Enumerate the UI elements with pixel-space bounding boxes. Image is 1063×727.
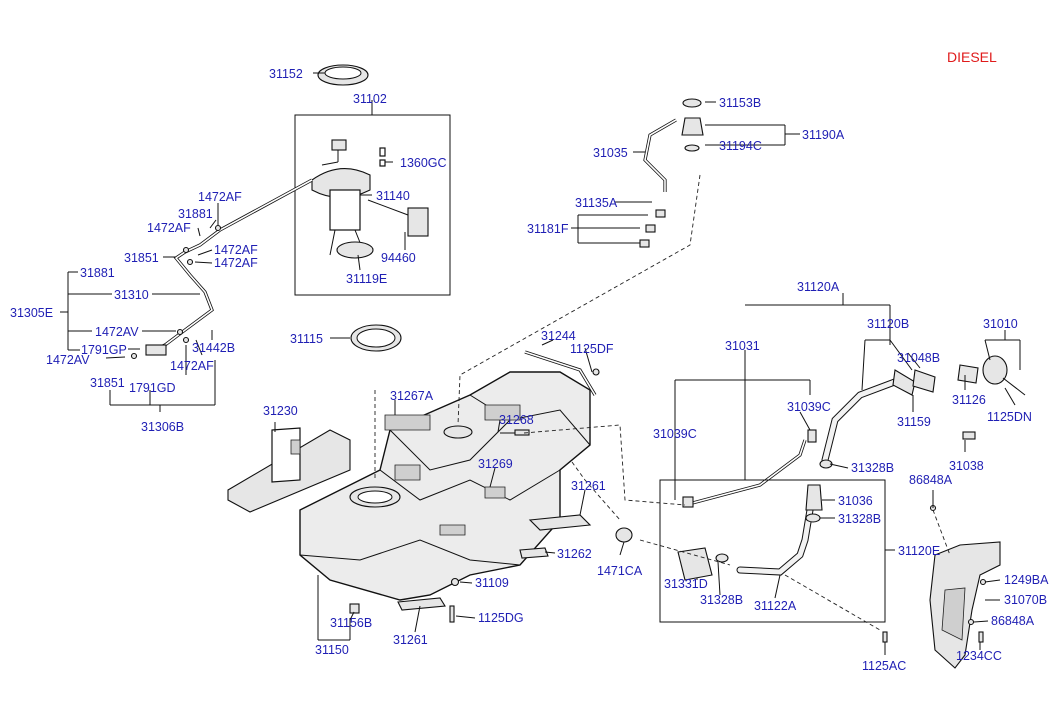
part-label: 86848A [991,614,1035,628]
part-label: 31031 [725,339,760,353]
part-label: 31328B [700,593,743,607]
part-label: 31310 [114,288,149,302]
part-label: 31152 [269,67,303,81]
filler-neck-drawing [682,355,1026,508]
leader-lines [60,72,1021,655]
part-label: 31190A [802,128,845,142]
part-label: 31140 [376,189,410,203]
part-label: 31268 [499,413,534,427]
fuel-pump-module-drawing [311,139,429,259]
part-label: 31269 [478,457,513,471]
part-label: 1249BA [1004,573,1049,587]
part-label: 1471CA [597,564,643,578]
dash-clamp [571,461,621,521]
part-label: 1472AF [198,190,242,204]
part-label: 31109 [475,576,509,590]
part-label: 31267A [390,389,434,403]
part-label: 31851 [90,376,125,390]
part-label: 1472AV [95,325,139,339]
part-label: 31159 [897,415,931,429]
part-label: 31194C [719,139,762,153]
dash-bolt [784,574,881,631]
part-label: 1791GP [81,343,127,357]
part-label: 94460 [381,251,416,265]
part-label: 31181F [527,222,569,236]
splash-guard-drawing [882,504,1001,669]
part-label: 1125DN [987,410,1032,424]
part-label: 31851 [124,251,159,265]
dash-guard [932,509,951,556]
part-label: 1125DG [478,611,524,625]
part-label: 1472AF [214,256,258,270]
vent-lines-drawing [130,178,313,360]
diagram-title: DIESEL [947,49,997,65]
part-label: 31120B [867,317,909,331]
part-label: 31305E [10,306,53,320]
part-label: 31442B [192,341,235,355]
part-label: 1234CC [956,649,1002,663]
part-label: 31135A [575,196,618,210]
part-label: 31120E [898,544,940,558]
dash-vent-tank [457,174,701,426]
part-label: 31126 [952,393,986,407]
part-label: 1360GC [400,156,447,170]
part-label: 31150 [315,643,349,657]
part-label: 1472AF [214,243,258,257]
part-label: 31036 [838,494,873,508]
part-label: 31230 [263,404,298,418]
filler-hose-drawing [615,484,823,581]
part-label: 1472AV [46,353,90,367]
part-label: 31331D [664,577,708,591]
part-label: 31119E [346,272,387,286]
part-label: 31122A [754,599,797,613]
part-label: 31039C [653,427,697,441]
part-label: 31328B [838,512,881,526]
part-label: 1472AF [170,359,214,373]
dash-neck-tank [523,424,686,506]
part-label: 1125AC [862,659,906,673]
part-label: 1791GD [129,381,176,395]
part-label: 1125DF [570,342,614,356]
part-label: 31156B [330,616,372,630]
bracket-drawing [227,427,351,513]
part-label: 31120A [797,280,840,294]
part-label: 31328B [851,461,894,475]
tank-straps-drawing [349,350,600,623]
part-label: 31070B [1004,593,1047,607]
part-label: 31039C [787,400,831,414]
part-label: 31035 [593,146,628,160]
part-label: 31153B [719,96,761,110]
part-label: 31306B [141,420,184,434]
part-label: 31881 [80,266,115,280]
part-label: 31038 [949,459,984,473]
part-label: 31048B [897,351,940,365]
part-label: 31102 [353,92,387,106]
dash-hose [639,539,731,566]
fuel-tank-drawing [299,371,591,601]
gasket-drawing [350,324,402,352]
part-label: 31244 [541,329,576,343]
vent-pipe-drawing [639,98,704,248]
part-label: 31881 [178,207,213,221]
part-label: 31262 [557,547,592,561]
part-label: 86848A [909,473,953,487]
part-label: 31010 [983,317,1018,331]
part-label: 1472AF [147,221,191,235]
part-label: 31261 [571,479,606,493]
part-label: 31115 [290,332,323,346]
pump-module-frame [294,114,451,296]
part-label: 31261 [393,633,428,647]
lock-ring-drawing [317,64,369,86]
